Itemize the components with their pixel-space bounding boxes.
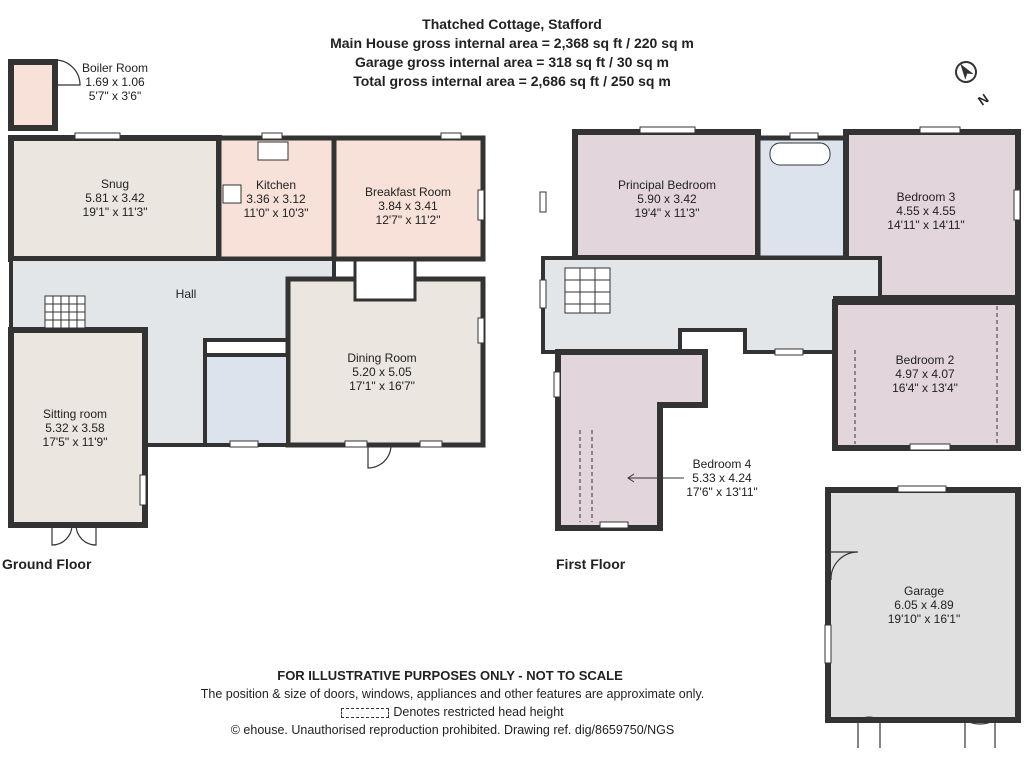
principal-bedroom-metric: 5.90 x 3.42 <box>637 192 697 206</box>
sitting-room-name: Sitting room <box>43 407 107 421</box>
total-area: Total gross internal area = 2,686 sq ft … <box>353 73 671 89</box>
legend-text: Denotes restricted head height <box>393 705 564 719</box>
restricted-head-height-lines <box>579 306 998 522</box>
bedroom-2-imperial: 16'4" x 13'4" <box>892 381 958 395</box>
garage-name: Garage <box>904 584 944 598</box>
garage-side-window <box>824 624 832 664</box>
first-floor-plan: Principal Bedroom 5.90 x 3.42 19'4" x 11… <box>539 126 1021 531</box>
bedroom-3-name: Bedroom 3 <box>897 190 956 204</box>
chimney-breast <box>353 258 417 302</box>
front-door-icon <box>367 444 392 469</box>
snug-name: Snug <box>101 177 129 191</box>
kitchen-metric: 3.36 x 3.12 <box>246 192 306 206</box>
bedroom-3-imperial: 14'11" x 14'11" <box>887 218 964 232</box>
garage-plan: Garage 6.05 x 4.89 19'10" x 16'1" <box>824 485 1021 748</box>
bath-icon <box>769 142 831 166</box>
garage-area: Garage gross internal area = 318 sq ft /… <box>355 54 669 70</box>
bedroom-4-name: Bedroom 4 <box>693 457 752 471</box>
boiler-room-area <box>8 59 58 131</box>
hall-name: Hall <box>176 287 197 301</box>
north-compass-icon <box>955 61 977 83</box>
first-staircase <box>564 267 611 314</box>
bedroom-4-imperial: 17'6" x 13'11" <box>686 485 758 499</box>
first-windows <box>539 126 1021 529</box>
bedroom-4-metric: 5.33 x 4.24 <box>692 471 752 485</box>
boiler-door-icon <box>54 59 81 86</box>
garage-doors-icon <box>857 716 996 748</box>
ground-staircase <box>44 295 86 329</box>
dining-room-imperial: 17'1" x 16'7" <box>349 379 415 393</box>
boiler-room-metric: 1.69 x 1.06 <box>85 75 145 89</box>
snug-metric: 5.81 x 3.42 <box>85 191 145 205</box>
compass-north-letter: N <box>975 91 991 109</box>
breakfast-room-name: Breakfast Room <box>365 185 451 199</box>
principal-bedroom-area <box>572 129 761 261</box>
dining-room-name: Dining Room <box>347 351 416 365</box>
bedroom-3-metric: 4.55 x 4.55 <box>896 204 956 218</box>
garden-doors-icon <box>51 524 97 546</box>
sitting-room-imperial: 17'5" x 11'9" <box>43 435 108 449</box>
kitchen-name: Kitchen <box>256 178 296 192</box>
legend-row: Denotes restricted head height <box>0 703 905 721</box>
bedroom-2-name: Bedroom 2 <box>896 353 955 367</box>
breakfast-room-imperial: 12'7" x 11'2" <box>376 213 441 227</box>
boiler-room-name: Boiler Room <box>82 61 148 75</box>
main-house-area: Main House gross internal area = 2,368 s… <box>330 35 694 51</box>
disclaimer-text: FOR ILLUSTRATIVE PURPOSES ONLY - NOT TO … <box>277 668 623 683</box>
principal-bedroom-name: Principal Bedroom <box>618 178 716 192</box>
garage-side-door-icon <box>830 551 859 581</box>
bedroom-4-area <box>555 349 708 531</box>
ground-floor-plan: Boiler Room 1.69 x 1.06 5'7" x 3'6" Snug… <box>8 59 486 546</box>
sitting-room-metric: 5.32 x 3.58 <box>45 421 105 435</box>
hob-icon <box>222 184 242 204</box>
breakfast-room-metric: 3.84 x 3.41 <box>378 199 438 213</box>
garage-metric: 6.05 x 4.89 <box>894 598 954 612</box>
breakfast-room-area <box>331 135 486 262</box>
ground-room-labels: Boiler Room 1.69 x 1.06 5'7" x 3'6" Snug… <box>43 61 451 449</box>
garage-window <box>897 485 947 493</box>
garage-area <box>825 487 1021 723</box>
plan-title: Thatched Cottage, Stafford <box>422 16 602 32</box>
ground-windows <box>74 132 485 506</box>
ground-floor-label: Ground Floor <box>2 556 92 572</box>
first-room-labels: Principal Bedroom 5.90 x 3.42 19'4" x 11… <box>618 178 965 499</box>
boiler-room-imperial: 5'7" x 3'6" <box>89 89 141 103</box>
bedroom-2-metric: 4.97 x 4.07 <box>895 367 955 381</box>
restricted-head-height-swatch <box>341 707 390 718</box>
garage-imperial: 19'10" x 16'1" <box>888 612 961 626</box>
ground-bathroom-area <box>203 353 290 447</box>
position-note-text: The position & size of doors, windows, a… <box>200 687 705 701</box>
principal-bedroom-imperial: 19'4" x 11'3" <box>635 206 700 220</box>
sink-icon <box>257 141 289 161</box>
bedroom-2-area <box>832 299 1021 451</box>
copyright-text: © ehouse. Unauthorised reproduction proh… <box>230 723 675 737</box>
kitchen-imperial: 11'0" x 10'3" <box>244 206 309 220</box>
dining-room-metric: 5.20 x 5.05 <box>352 365 412 379</box>
sitting-room-area <box>8 327 148 528</box>
first-floor-label: First Floor <box>556 556 626 572</box>
bedroom-4-leader-arrow <box>627 473 684 483</box>
snug-imperial: 19'1" x 11'3" <box>83 205 148 219</box>
